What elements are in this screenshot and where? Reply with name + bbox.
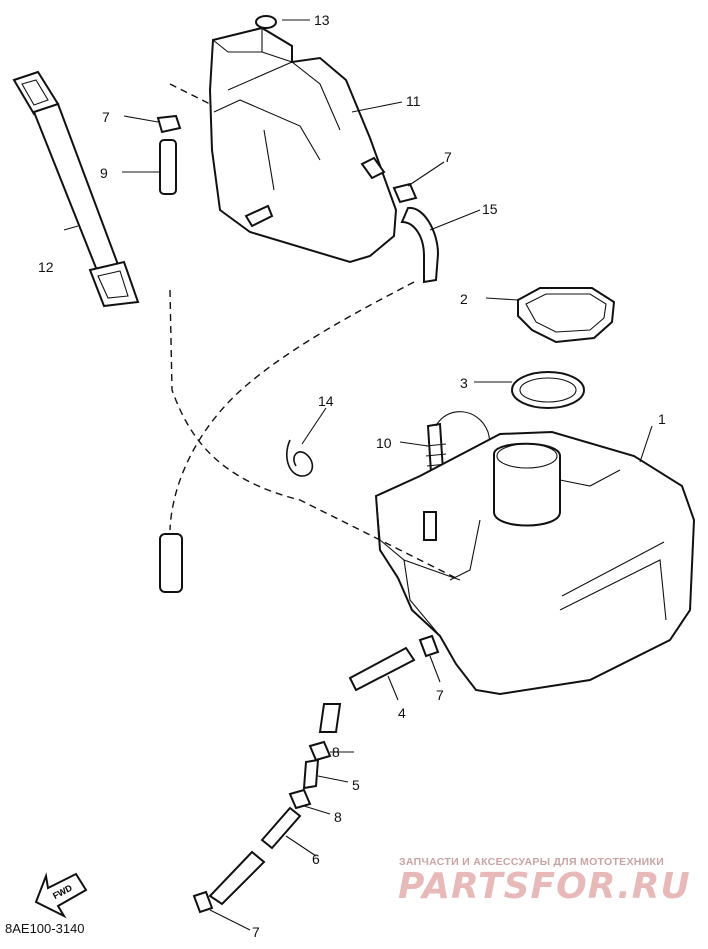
callout-5: 5 xyxy=(352,777,360,793)
part-8-clamp-upper xyxy=(308,740,332,762)
callout-10: 10 xyxy=(376,435,392,451)
part-13-cap xyxy=(255,15,277,29)
part-7-clip-tank xyxy=(418,634,440,658)
callout-2: 2 xyxy=(460,291,468,307)
callout-1: 1 xyxy=(658,411,666,427)
part-12-strap xyxy=(12,70,140,308)
callout-7-tank: 7 xyxy=(436,687,444,703)
callout-6: 6 xyxy=(312,851,320,867)
callout-labels: 13 11 7 9 7 15 12 2 3 14 1 10 7 4 8 5 8 … xyxy=(38,12,666,940)
callout-14: 14 xyxy=(318,393,334,409)
callout-8-upper: 8 xyxy=(332,744,340,760)
callout-7-upper-right: 7 xyxy=(444,149,452,165)
callout-12: 12 xyxy=(38,259,54,275)
part-7-clip-upper-right xyxy=(392,182,418,204)
callout-15: 15 xyxy=(482,201,498,217)
watermark-tagline: ЗАПЧАСТИ И АКСЕССУАРЫ ДЛЯ МОТОТЕХНИКИ xyxy=(399,856,665,868)
callout-7-bottom: 7 xyxy=(252,924,260,940)
leader-lines xyxy=(63,19,653,931)
part-6-hose xyxy=(208,806,302,906)
callout-7-upper-left: 7 xyxy=(102,109,110,125)
part-1-fuel-tank xyxy=(374,430,696,696)
callout-9: 9 xyxy=(100,165,108,181)
part-7-clip-upper-left xyxy=(156,114,182,134)
part-15-hose xyxy=(400,206,440,284)
drawing-code: 8AE100-3140 xyxy=(5,921,85,936)
callout-8-lower: 8 xyxy=(334,809,342,825)
watermark-logo: PARTSFOR.RU xyxy=(398,866,691,907)
part-11-reservoir xyxy=(208,26,398,264)
callout-4: 4 xyxy=(398,705,406,721)
part-5-filter xyxy=(302,758,320,790)
routing-lines xyxy=(169,83,457,579)
part-8-clamp-lower xyxy=(288,788,312,810)
drain-hose-short xyxy=(159,533,183,593)
part-3-gasket xyxy=(511,371,585,409)
part-7-clip-bottom xyxy=(192,890,214,914)
part-14-clip xyxy=(286,439,314,477)
part-9-hose xyxy=(159,139,177,195)
fwd-arrow: FWD xyxy=(34,872,88,919)
callout-3: 3 xyxy=(460,375,468,391)
part-4-hose xyxy=(318,646,416,733)
part-2-filler-cap xyxy=(517,287,616,344)
callout-11: 11 xyxy=(406,93,421,109)
callout-13: 13 xyxy=(314,12,330,28)
